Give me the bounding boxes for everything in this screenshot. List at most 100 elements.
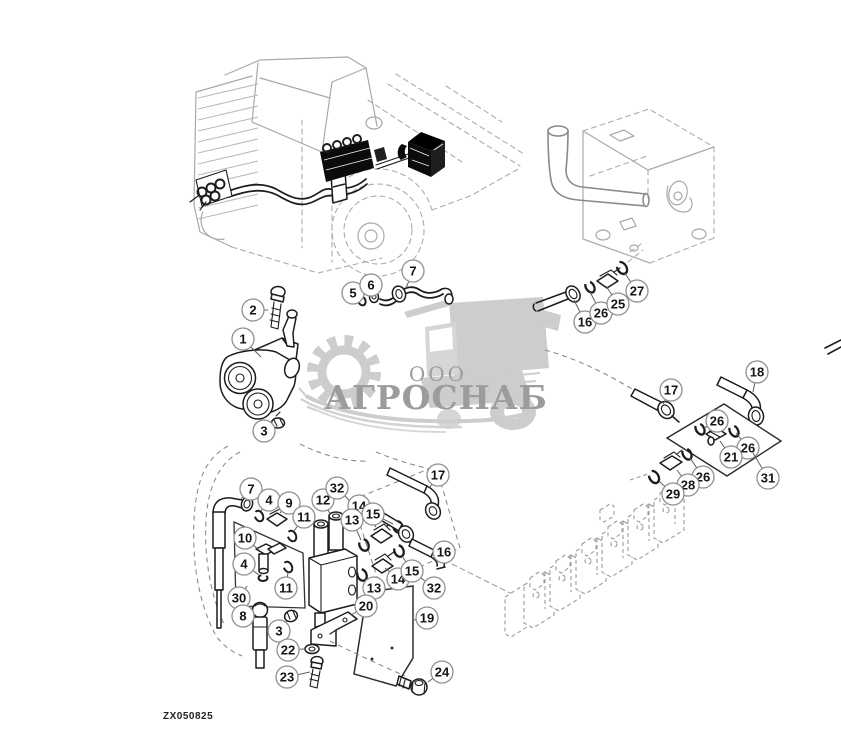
callout-6: 6 [359,273,383,297]
callout-circle [432,540,456,564]
callout-number: 13 [345,513,359,528]
callout-number: 12 [316,493,330,508]
control-valve-assembly-drawing [219,285,301,429]
callout-circle [239,477,263,501]
callout-number: 26 [594,306,608,321]
selective-control-valve-stack-drawing [451,473,685,638]
hydraulic-tank-drawing [532,108,715,312]
adapter-14-lower [371,551,395,574]
callout-number: 25 [611,297,625,312]
mid-mount-valve-bank [320,134,387,182]
callout-circle [745,360,769,384]
callout-11: 11 [292,505,316,532]
callout-9: 9 [277,491,301,515]
callout-number: 15 [366,507,380,522]
callout-number: 13 [367,581,381,596]
callout-circle [719,445,743,469]
callout-25: 25 [605,285,630,316]
hose-17-mid [630,388,680,423]
bolt-2 [269,285,286,330]
callout-20: 20 [350,594,378,618]
callout-number: 21 [724,450,738,465]
callout-circle [401,259,425,283]
callout-15: 15 [400,555,424,583]
callout-number: 16 [437,545,451,560]
drawing-id: ZX050825 [163,711,213,722]
callout-number: 26 [741,441,755,456]
manifold-kit-drawing [193,443,461,696]
callout-29: 29 [658,480,685,506]
callout-circle [705,409,729,433]
callout-circle [361,502,385,526]
callout-circle [232,552,256,576]
callout-circle [426,463,450,487]
elbow-hose-7 [212,496,254,629]
callout-number: 19 [420,611,434,626]
callout-21: 21 [719,440,743,469]
callout-3: 3 [252,419,276,443]
callout-18: 18 [745,360,769,393]
tractor-overview-drawing [189,56,525,277]
nut-3b [283,609,299,623]
callout-2: 2 [241,298,268,322]
watermark-org-form: ООО [409,362,467,386]
callout-31: 31 [752,452,780,490]
bolt-24 [396,675,428,696]
callout-number: 4 [240,557,248,572]
callout-circle [267,619,291,643]
callout-17: 17 [426,463,450,488]
hose-17-lower [386,467,442,520]
callout-22: 22 [276,638,305,662]
callout-number: 5 [349,286,356,301]
callout-circle [275,665,299,689]
callout-17: 17 [659,378,683,405]
callout-4: 4 [257,488,281,512]
callout-24: 24 [427,660,454,684]
callout-7: 7 [401,259,425,289]
callout-number: 7 [247,482,254,497]
watermark-company-name: АГРОСНАБ [324,378,548,417]
valve-lever [282,309,298,348]
front-coupler-block [189,169,233,211]
callout-26: 26 [589,291,613,325]
callout-number: 3 [260,424,267,439]
callout-number: 18 [750,365,764,380]
callout-circle [231,604,255,628]
callout-number: 16 [578,315,592,330]
control-box [397,132,445,177]
callout-circle [276,638,300,662]
callout-number: 32 [330,481,344,496]
callout-circle [233,526,257,550]
callout-number: 11 [279,581,293,596]
elbow-fitting-10 [255,542,287,575]
callout-number: 26 [696,470,710,485]
callout-circle [340,508,364,532]
callout-27: 27 [623,271,649,303]
bracket-20 [310,611,358,647]
callout-30: 30 [227,585,251,610]
callout-number: 17 [664,383,678,398]
callout-7: 7 [239,477,263,501]
callout-circle [277,491,301,515]
callout-circle [354,594,378,618]
callout-number: 1 [239,332,246,347]
callout-1: 1 [231,327,262,358]
callout-number: 11 [297,510,311,525]
callout-32: 32 [325,476,351,502]
hose-16-lower [378,511,446,570]
callout-11: 11 [274,571,298,600]
callout-26: 26 [703,409,729,433]
callout-number: 9 [285,496,292,511]
callout-10: 10 [233,526,260,551]
callout-number: 28 [681,478,695,493]
callout-8: 8 [231,604,255,628]
callout-number: 10 [238,531,252,546]
callout-number: 23 [280,670,294,685]
hose-clamp-parts-drawing [357,285,454,307]
hose-8 [251,601,269,669]
callout-number: 20 [359,599,373,614]
watermark-gear-art [307,335,381,409]
callout-circle [241,298,265,322]
